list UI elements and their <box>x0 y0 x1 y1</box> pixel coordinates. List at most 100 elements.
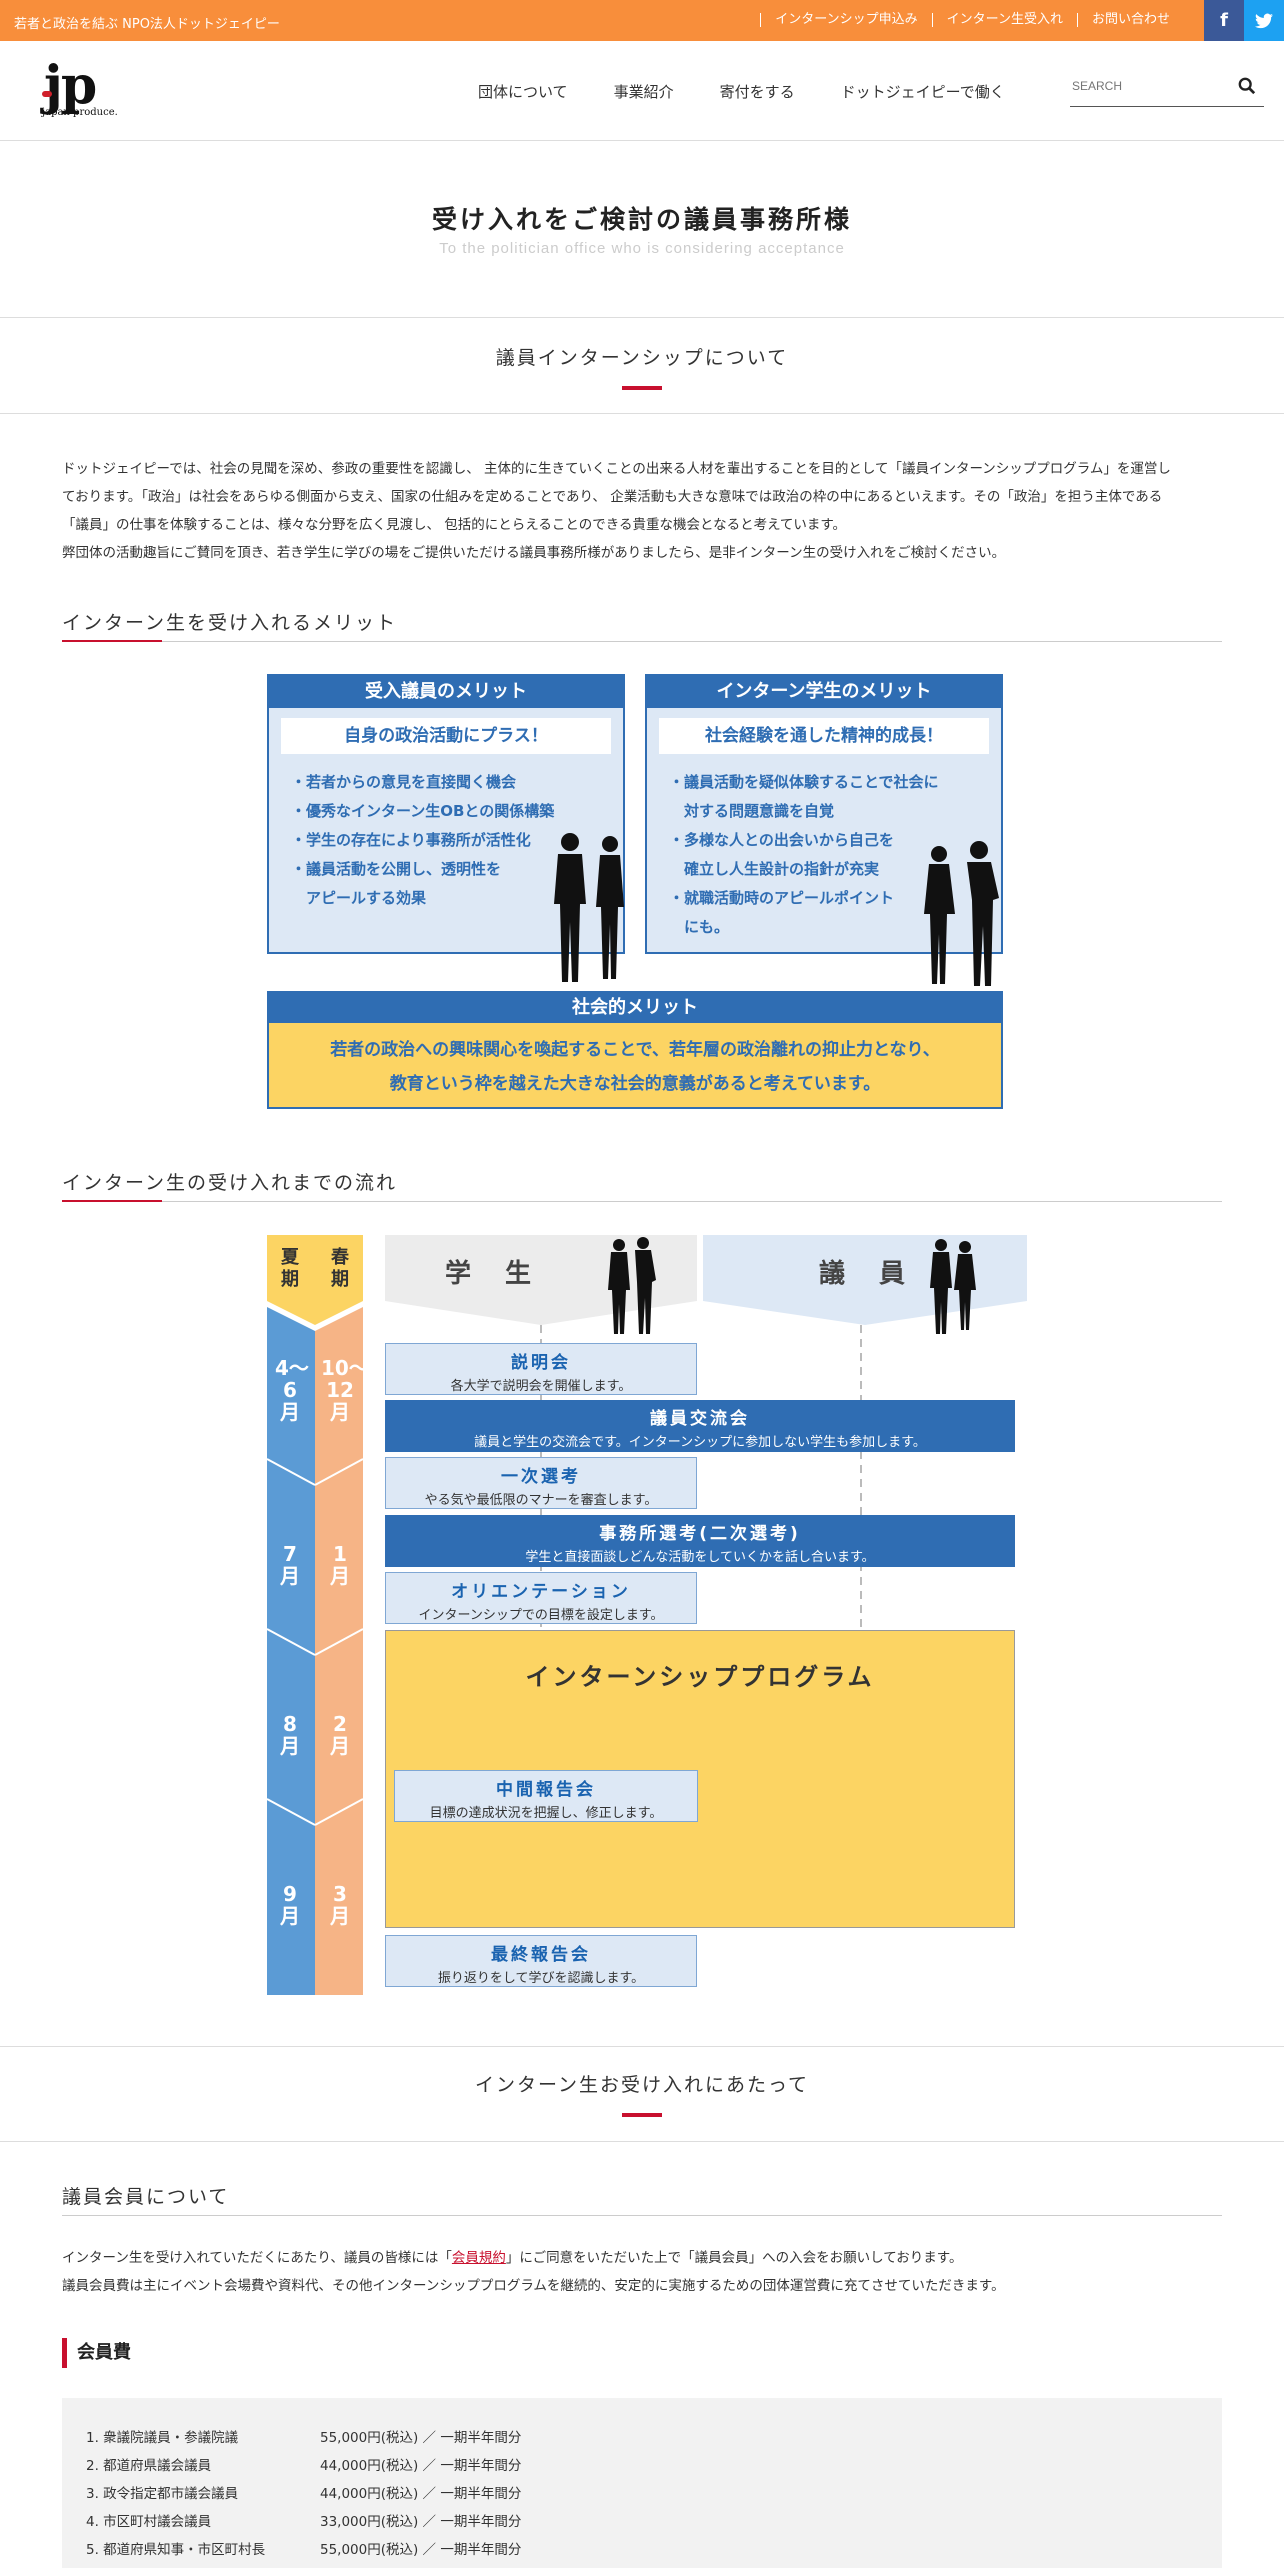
flow-heading-text: インターン生の受け入れまでの流れ <box>62 1172 398 1194</box>
step-orientation: オリエンテーション インターンシップでの目標を設定します。 <box>385 1572 697 1624</box>
search-icon[interactable] <box>1238 77 1256 95</box>
list-item: ・議員活動を公開し、透明性を <box>291 860 502 878</box>
membership-text: インターン生を受け入れていただくにあたり、議員の皆様には「会員規約」にご同意をい… <box>62 2244 1222 2300</box>
page-subtitle: To the politician office who is consider… <box>439 240 845 257</box>
fee-name: 5. 都道府県知事・市区町村長 <box>86 2542 266 2558</box>
intro-text: ドットジェイピーでは、社会の見聞を深め、参政の重要性を認識し、 主体的に生きてい… <box>62 455 1222 567</box>
list-item: ・若者からの意見を直接聞く機会 <box>291 773 517 791</box>
facebook-icon[interactable]: f <box>1204 0 1244 41</box>
fee-name: 1. 衆議院議員・参議院議 <box>86 2430 239 2446</box>
heading-accent <box>62 640 162 642</box>
membership-line: インターン生を受け入れていただくにあたり、議員の皆様には「会員規約」にご同意をい… <box>62 2244 1222 2272</box>
month-spring-1: 10〜12月 <box>321 1356 369 1424</box>
intro-line: 弊団体の活動趣旨にご賛同を頂き、若き学生に学びの場をご提供いただける議員事務所様… <box>62 545 1006 561</box>
fee-name: 2. 都道府県議会議員 <box>86 2458 212 2474</box>
nav-business[interactable]: 事業紹介 <box>613 83 674 101</box>
terms-link[interactable]: 会員規約 <box>451 2250 506 2266</box>
step-exchange: 議員交流会 議員と学生の交流会です。インターンシップに参加しない学生も参加します… <box>385 1400 1015 1452</box>
logo-dot <box>42 91 52 97</box>
month-summer-3: 8月 <box>280 1712 300 1758</box>
season-spring: 春期 <box>331 1247 349 1290</box>
step-title: オリエンテーション <box>451 1582 631 1602</box>
column-student: 学 生 <box>445 1259 536 1289</box>
step-desc: 振り返りをして学びを認識します。 <box>437 1971 645 1986</box>
twitter-icon[interactable] <box>1244 0 1284 41</box>
fee-heading: 会員費 <box>62 2338 131 2368</box>
membership-line: 議員会員費は主にイベント会場費や資料代、その他インターンシッププログラムを継続的… <box>62 2278 1005 2294</box>
site-logo[interactable]: jp japan produce. <box>38 55 138 123</box>
logo-mark: jp <box>44 55 97 116</box>
main-nav: 団体について 事業紹介 寄付をする ドットジェイピーで働く <box>478 81 1051 102</box>
host-merit-box: 受入議員のメリット 自身の政治活動にプラス！ ・若者からの意見を直接聞く機会 ・… <box>267 674 625 954</box>
page-title: 受け入れをご検討の議員事務所様 <box>431 205 852 234</box>
step-desc: やる気や最低限のマナーを審査します。 <box>424 1493 658 1508</box>
step-title: 説明会 <box>511 1353 571 1373</box>
step-desc: 各大学で説明会を開催します。 <box>450 1379 632 1394</box>
text-fragment: インターン生を受け入れていただくにあたり、議員の皆様には「 <box>62 2250 452 2266</box>
step-midterm: 中間報告会 目標の達成状況を把握し、修正します。 <box>394 1770 698 1822</box>
section-title: 議員インターンシップについて <box>495 347 789 369</box>
list-item: ・優秀なインターン生OBとの関係構築 <box>291 802 555 820</box>
month-summer-4: 9月 <box>280 1882 300 1928</box>
politician-silhouette <box>554 833 624 982</box>
step-first-selection: 一次選考 やる気や最低限のマナーを審査します。 <box>385 1457 697 1509</box>
nav-about[interactable]: 団体について <box>478 83 568 101</box>
merit-heading-text: インターン生を受け入れるメリット <box>62 612 398 634</box>
link-contact[interactable]: お問い合わせ <box>1076 13 1184 27</box>
host-merit-subtitle: 自身の政治活動にプラス！ <box>281 718 611 754</box>
fee-price: 44,000円(税込) ／ 一期半年間分 <box>320 2486 522 2502</box>
step-desc: 議員と学生の交流会です。インターンシップに参加しない学生も参加します。 <box>474 1435 926 1450</box>
intro-line: 「議員」の仕事を体験することは、様々な分野を広く見渡し、 包括的にとらえることの… <box>62 517 847 533</box>
season-summer: 夏期 <box>281 1247 299 1290</box>
step-title: 事務所選考(二次選考) <box>599 1524 801 1544</box>
nav-work[interactable]: ドットジェイピーで働く <box>840 83 1005 101</box>
intro-line: ドットジェイピーでは、社会の見聞を深め、参政の重要性を認識し、 主体的に生きてい… <box>62 461 1171 477</box>
search-box <box>1070 67 1264 107</box>
step-desc: インターンシップでの目標を設定します。 <box>418 1608 664 1623</box>
month-spring-4: 3月 <box>330 1882 350 1928</box>
fee-row: 5. 都道府県知事・市区町村長 55,000円(税込) ／ 一期半年間分 <box>86 2538 521 2558</box>
student-merit-box: インターン学生のメリット 社会経験を通した精神的成長！ ・議員活動を疑似体験する… <box>645 674 1003 954</box>
student-silhouette <box>924 841 999 986</box>
flow-heading: インターン生の受け入れまでの流れ <box>62 1168 1222 1202</box>
list-item: ・就職活動時のアピールポイント <box>669 889 895 907</box>
student-merit-title: インターン学生のメリット <box>647 676 1001 708</box>
step-desc: 学生と直接面談しどんな活動をしていくかを話し合います。 <box>525 1550 875 1565</box>
divider <box>0 413 1284 414</box>
link-intern-accept[interactable]: インターン生受入れ <box>931 13 1077 27</box>
fee-price: 55,000円(税込) ／ 一期半年間分 <box>320 2542 522 2558</box>
merit-heading: インターン生を受け入れるメリット <box>62 608 1222 642</box>
social-merit-body: 若者の政治への興味関心を喚起することで、若年層の政治離れの抑止力となり、 教育と… <box>269 1033 1001 1101</box>
section-accept-heading: インターン生お受け入れにあたって <box>0 2070 1284 2117</box>
column-member: 議 員 <box>819 1259 910 1289</box>
program-title: インターンシッププログラム <box>525 1663 875 1691</box>
month-summer-2: 7月 <box>280 1542 300 1588</box>
step-title: 議員交流会 <box>650 1409 750 1429</box>
list-item: 確立し人生設計の指針が充実 <box>669 860 880 878</box>
membership-heading: 議員会員について <box>62 2182 1222 2216</box>
link-internship-apply[interactable]: インターンシップ申込み <box>760 13 931 27</box>
social-merit-line: 教育という枠を越えた大きな社会的意義があると考えています。 <box>389 1074 881 1094</box>
intro-line: ております。「政治」は社会をあらゆる側面から支え、国家の仕組みを定めることであり… <box>62 489 1163 505</box>
month-spring-2: 1月 <box>330 1542 350 1588</box>
nav-donate[interactable]: 寄付をする <box>719 83 795 101</box>
step-title: 最終報告会 <box>491 1945 591 1965</box>
text-fragment: 」にご同意をいただいた上で「議員会員」への入会をお願いしております。 <box>505 2250 963 2266</box>
student-merit-subtitle: 社会経験を通した精神的成長！ <box>659 718 989 754</box>
divider <box>0 2141 1284 2142</box>
step-briefing: 説明会 各大学で説明会を開催します。 <box>385 1343 697 1395</box>
step-title: 中間報告会 <box>496 1780 596 1800</box>
host-merit-title: 受入議員のメリット <box>269 676 623 708</box>
list-item: 対する問題意識を自覚 <box>669 802 835 820</box>
top-links: インターンシップ申込み インターン生受入れ お問い合わせ <box>760 13 1184 27</box>
list-item: ・多様な人との出会いから自己を <box>669 831 894 849</box>
student-merit-list: ・議員活動を疑似体験することで社会に 対する問題意識を自覚 ・多様な人との出会い… <box>669 768 1001 942</box>
search-input[interactable] <box>1070 67 1220 105</box>
list-item: ・学生の存在により事務所が活性化 <box>291 831 531 849</box>
logo-subtext: japan produce. <box>42 107 118 118</box>
